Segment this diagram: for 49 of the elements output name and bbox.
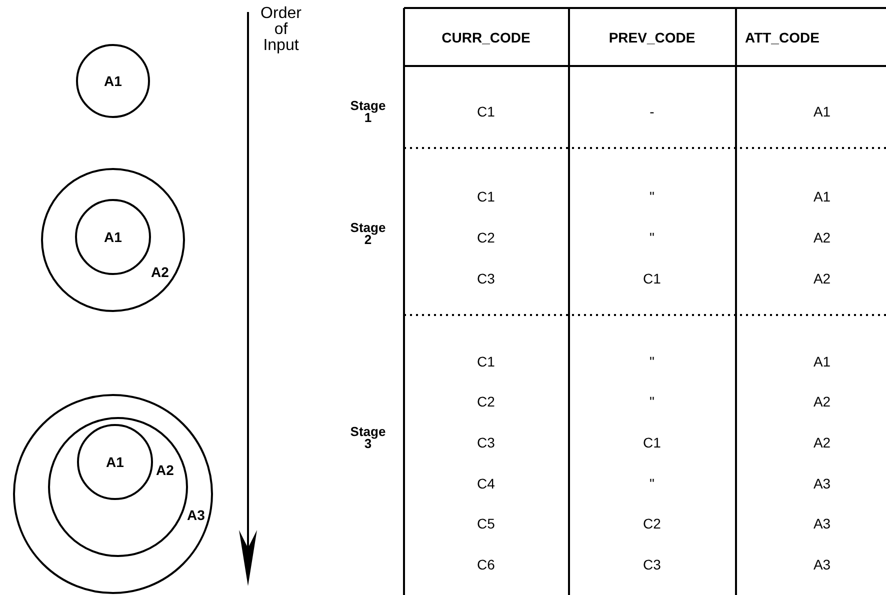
table-value: A2 [813, 394, 831, 410]
table-value: A1 [813, 190, 831, 204]
table-value: C5 [477, 516, 495, 532]
column-header: ATT_CODE [745, 30, 820, 46]
stage-label: Stage 1 [349, 100, 387, 124]
table-value: A2 [813, 436, 831, 450]
circle-label: A2 [151, 265, 169, 279]
column-header: CURR_CODE [442, 30, 530, 46]
circle [41, 168, 185, 312]
table-value: C4 [477, 476, 495, 492]
column-header: PREV_CODE [608, 30, 696, 46]
table-value: C1 [643, 272, 661, 286]
table-value: A3 [813, 516, 831, 532]
table-value: " [650, 354, 654, 370]
table-value: A1 [813, 104, 831, 120]
table-value: A1 [813, 354, 831, 370]
table-value: " [650, 394, 654, 410]
circle [76, 44, 150, 118]
table-value: C3 [643, 558, 661, 572]
stage-label: Stage 2 [349, 222, 387, 246]
arrow-label: Order of Input [260, 6, 302, 54]
table-value: A3 [813, 558, 831, 572]
circle-label: A3 [187, 508, 205, 522]
table-value: C1 [643, 436, 661, 450]
stage-label: Stage 3 [349, 426, 387, 450]
table-value: - [650, 104, 654, 120]
table-value: A2 [813, 230, 831, 246]
table-value: C3 [477, 436, 495, 450]
table-value: C2 [477, 230, 495, 246]
table-value: C2 [643, 516, 661, 532]
circle-label: A1 [106, 455, 124, 469]
table-value: " [650, 476, 654, 492]
table-value: C1 [477, 104, 495, 120]
circle-label: A2 [156, 463, 174, 477]
circle-label: A1 [104, 230, 122, 244]
table-value: C2 [477, 394, 495, 410]
circle-label: A1 [104, 74, 122, 88]
table-value: A2 [813, 272, 831, 286]
circle [75, 199, 151, 275]
circle [77, 424, 153, 500]
table-value: A3 [813, 476, 831, 492]
circle [48, 417, 188, 557]
table-value: C1 [477, 190, 495, 204]
table-value: C3 [477, 272, 495, 286]
table-value: " [650, 190, 654, 204]
table-value: " [650, 230, 654, 246]
table-value: C1 [477, 354, 495, 370]
table-value: C6 [477, 558, 495, 572]
circle [13, 394, 213, 594]
